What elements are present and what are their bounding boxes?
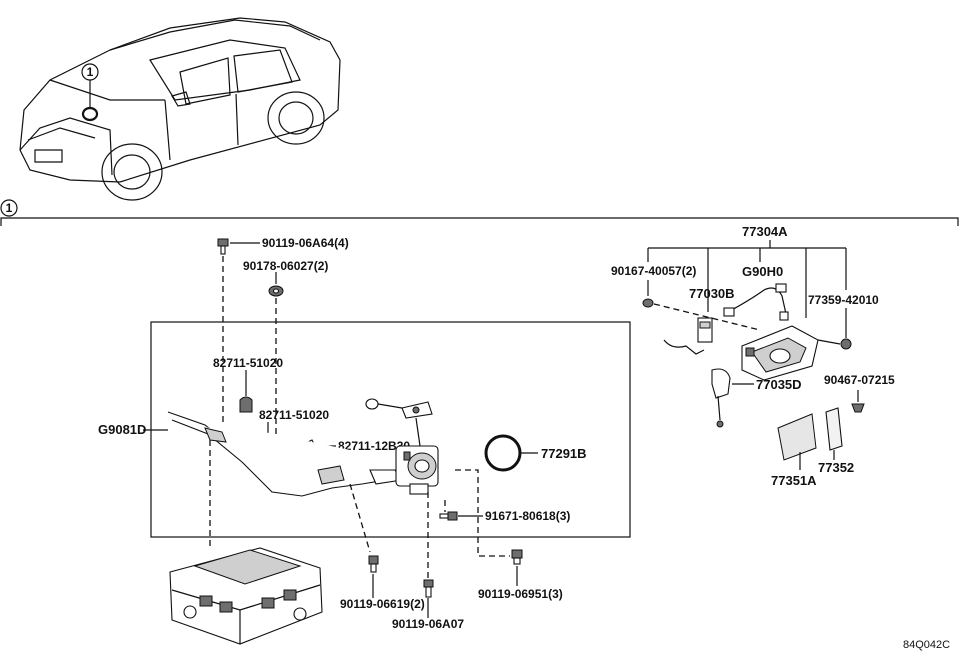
gasket-ring — [484, 434, 522, 472]
bolt-icon — [217, 238, 229, 255]
label-bolt-bottom-right: 90119-06951(3) — [478, 587, 563, 601]
stopper-icon — [840, 338, 852, 350]
label-pad-b: 77352 — [818, 460, 854, 475]
lock-actuator-illustration — [711, 368, 731, 428]
label-bolt-right: 91671-80618(3) — [485, 509, 570, 523]
label-gasket: 77291B — [541, 446, 587, 461]
lid-wire-illustration — [723, 283, 789, 321]
label-pad-a: 77351A — [771, 473, 817, 488]
callout-number-section: 1 — [6, 201, 13, 215]
label-stopper: 90467-07215 — [824, 373, 895, 387]
vehicle-illustration: 1 — [19, 17, 341, 201]
charge-lid-housing-illustration — [741, 325, 841, 381]
label-screw: 90167-40057(2) — [611, 264, 696, 278]
label-rod: 77359-42010 — [808, 293, 879, 307]
label-clip: 82711-12B30 — [338, 439, 410, 453]
label-bolt-bottom-mid: 90119-06A07 — [392, 617, 464, 631]
screw-icon — [642, 298, 654, 308]
bolt-icon — [423, 579, 434, 598]
label-lid-spring: 77030B — [689, 286, 735, 301]
label-bolt-bottom-left: 90119-06619(2) — [340, 597, 425, 611]
section-bracket: 1 — [0, 199, 959, 226]
callout-number-car: 1 — [87, 65, 94, 79]
clamp-icon — [239, 396, 253, 413]
bolt-icon — [439, 511, 458, 521]
reference-code: 84Q042C — [903, 639, 950, 651]
nut-icon — [268, 285, 284, 297]
charge-port-location-marker — [81, 106, 99, 122]
label-clamp-1: 82711-51020 — [213, 356, 283, 370]
label-assy: 77304A — [742, 224, 788, 239]
inverter-unit-illustration — [169, 547, 323, 645]
pad-a-illustration — [777, 413, 817, 461]
label-clamp-2: 82711-51020 — [259, 408, 329, 422]
pad-b-illustration — [825, 407, 843, 451]
label-lock: 77035D — [756, 377, 802, 392]
lid-spring-illustration — [663, 317, 713, 355]
label-harness: G9081D — [98, 422, 146, 437]
label-wire: G90H0 — [742, 264, 783, 279]
clip-icon — [851, 403, 865, 413]
bolt-icon — [368, 555, 379, 573]
bolt-icon — [511, 549, 523, 565]
charging-harness-cable — [167, 398, 439, 497]
label-nut-top: 90178-06027(2) — [243, 259, 328, 273]
label-bolt-top: 90119-06A64(4) — [262, 236, 349, 250]
